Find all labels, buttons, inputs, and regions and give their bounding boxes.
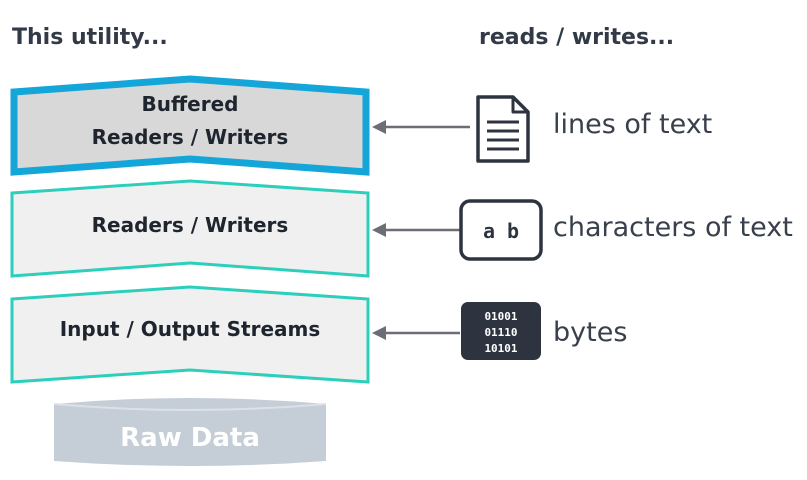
layer-buffered-shape	[10, 75, 370, 176]
layer-readers-writers: Readers / Writers	[10, 179, 370, 278]
binary-icon-line-2: 01110	[484, 326, 517, 339]
source-characters-of-text: characters of text	[553, 212, 793, 243]
binary-icon-line-3: 10101	[484, 342, 517, 355]
layer-readers-label: Readers / Writers	[92, 213, 289, 237]
layer-streams-label: Input / Output Streams	[60, 317, 321, 341]
layer-buffered-readers-writers: Buffered Readers / Writers	[10, 75, 370, 176]
arrow-bytes-to-streams	[372, 326, 460, 340]
raw-data-rim	[53, 403, 327, 411]
source-lines-of-text: lines of text	[553, 109, 712, 140]
arrow-lines-to-buffered	[372, 120, 470, 134]
raw-data-label: Raw Data	[120, 423, 260, 453]
heading-this-utility: This utility...	[12, 25, 168, 50]
characters-icon: a b	[459, 199, 543, 261]
binary-icon: 01001 01110 10101	[461, 302, 541, 360]
source-bytes: bytes	[553, 317, 627, 348]
arrow-chars-to-readers	[372, 223, 460, 237]
layer-readers-shape	[10, 179, 370, 278]
layer-buffered-label-line1: Buffered	[142, 92, 239, 116]
layer-streams-shape	[10, 285, 370, 384]
layer-io-streams: Input / Output Streams	[10, 285, 370, 384]
binary-icon-line-1: 01001	[484, 310, 517, 323]
raw-data-shape	[54, 398, 326, 466]
layer-buffered-label-line2: Readers / Writers	[92, 125, 289, 149]
heading-reads-writes: reads / writes...	[479, 25, 674, 50]
document-icon	[476, 95, 530, 163]
raw-data-cylinder: Raw Data	[53, 398, 327, 466]
characters-icon-text: a b	[483, 219, 519, 243]
